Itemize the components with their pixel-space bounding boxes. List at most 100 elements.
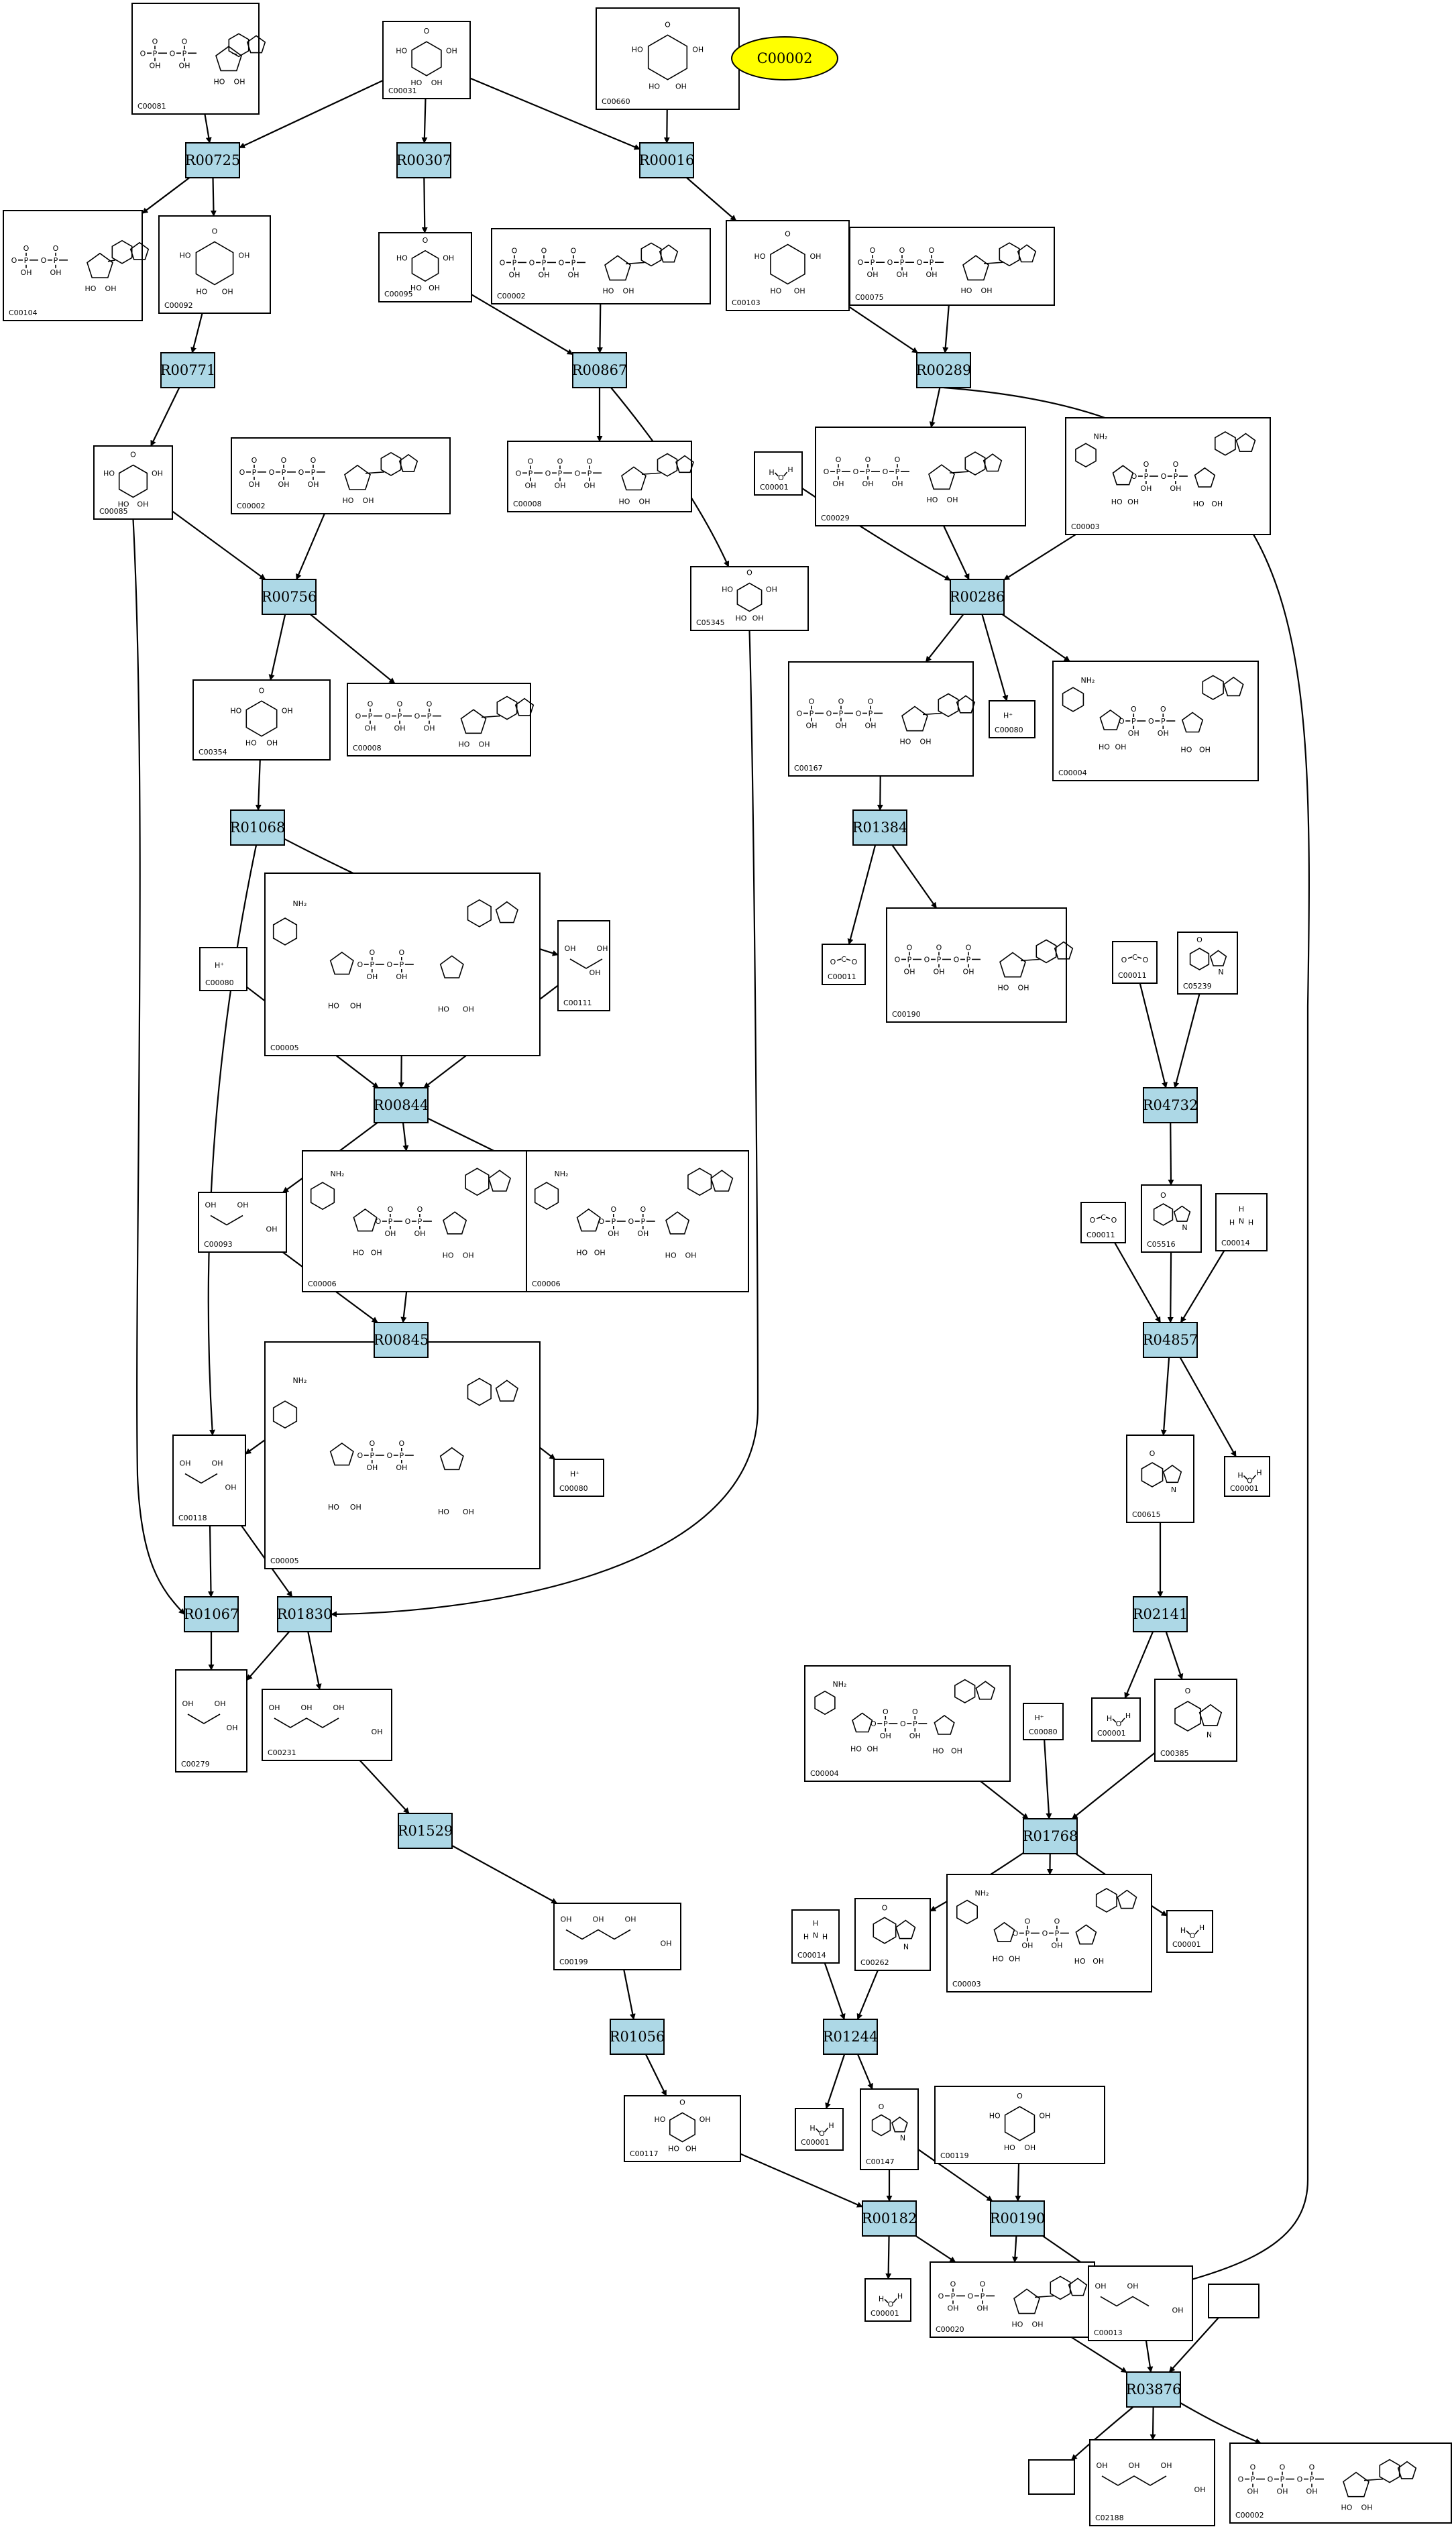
compound-box[interactable] (378, 232, 472, 302)
reaction-R01830[interactable]: R01830 (277, 1596, 333, 1632)
compound-box[interactable] (198, 1192, 287, 1253)
compound-box[interactable] (1080, 1202, 1126, 1243)
compound-box[interactable] (864, 2278, 911, 2322)
compound-box[interactable] (158, 215, 271, 314)
compound-box[interactable] (175, 1669, 247, 1773)
compound-box[interactable] (822, 944, 866, 985)
reaction-box[interactable] (396, 142, 451, 178)
compound-box[interactable] (1215, 1193, 1268, 1251)
reaction-box[interactable] (1143, 1322, 1198, 1358)
reaction-R00725[interactable]: R00725 (185, 142, 241, 178)
reaction-R01768[interactable]: R01768 (1023, 1818, 1078, 1854)
reaction-box[interactable] (862, 2200, 917, 2237)
compound-box[interactable] (815, 427, 1026, 526)
reaction-R03876[interactable]: R03876 (1126, 2371, 1182, 2408)
compound-box[interactable] (553, 1459, 604, 1497)
reaction-box[interactable] (1143, 1087, 1198, 1123)
reaction-box[interactable] (160, 352, 215, 388)
reaction-box[interactable] (990, 2200, 1045, 2237)
compound-box[interactable] (264, 873, 541, 1056)
compound-box[interactable] (557, 920, 610, 1011)
compound-box[interactable] (231, 437, 451, 514)
compound-box[interactable] (1028, 2459, 1075, 2495)
compound-box[interactable] (886, 907, 1067, 1023)
compound-box[interactable] (726, 220, 850, 311)
compound-box[interactable] (934, 2086, 1105, 2164)
compound-box[interactable] (553, 1903, 681, 1970)
compound-box[interactable] (1229, 2442, 1452, 2524)
compound-box[interactable] (1091, 1697, 1141, 1742)
reaction-box[interactable] (374, 1322, 429, 1358)
reaction-R01056[interactable]: R01056 (610, 2019, 665, 2055)
compound-box[interactable] (1126, 1435, 1194, 1523)
reaction-R00190[interactable]: R00190 (990, 2200, 1046, 2237)
compound-box[interactable] (1177, 932, 1238, 995)
compound-c00080c[interactable]: H⁺C00080 (553, 1459, 604, 1497)
compound-box[interactable] (1154, 1679, 1237, 1762)
compound-box[interactable] (690, 566, 809, 631)
compound-c00080a[interactable]: H⁺C00080 (989, 700, 1035, 738)
compound-c00080b[interactable]: H⁺C00080 (199, 947, 247, 991)
reaction-R01068[interactable]: R01068 (230, 809, 286, 846)
compound-box[interactable] (382, 21, 471, 99)
compound-box[interactable] (507, 441, 692, 512)
reaction-box[interactable] (374, 1087, 429, 1123)
reaction-box[interactable] (916, 352, 971, 388)
reaction-R00286[interactable]: R00286 (950, 579, 1005, 615)
reaction-box[interactable] (950, 579, 1005, 615)
reaction-box[interactable] (852, 809, 907, 846)
compound-box[interactable] (860, 2088, 919, 2170)
compound-box[interactable] (1208, 2284, 1259, 2318)
compound-box[interactable] (192, 679, 331, 761)
reaction-R00771[interactable]: R00771 (160, 352, 216, 388)
reaction-box[interactable] (230, 809, 285, 846)
reaction-R00016[interactable]: R00016 (639, 142, 695, 178)
reaction-R00307[interactable]: R00307 (396, 142, 452, 178)
reaction-R01067[interactable]: R01067 (184, 1596, 239, 1632)
reaction-box[interactable] (610, 2019, 665, 2055)
reaction-R01529[interactable]: R01529 (398, 1813, 453, 1849)
compound-box[interactable] (131, 3, 260, 115)
compound-box[interactable] (930, 2261, 1095, 2338)
reaction-R04857[interactable]: R04857 (1143, 1322, 1198, 1358)
compound-box[interactable] (3, 210, 143, 321)
compound-blank1[interactable] (1208, 2284, 1259, 2318)
compound-box[interactable] (791, 1909, 840, 1964)
reaction-R00289[interactable]: R00289 (916, 352, 972, 388)
compound-box[interactable] (795, 2108, 844, 2151)
reaction-R01384[interactable]: R01384 (852, 809, 908, 846)
